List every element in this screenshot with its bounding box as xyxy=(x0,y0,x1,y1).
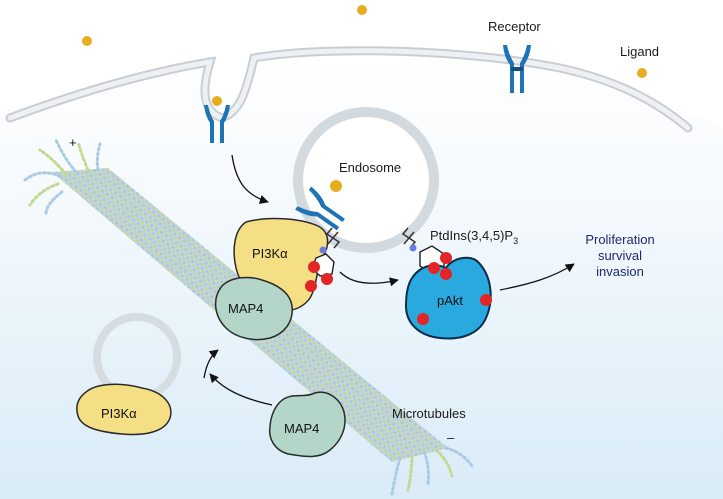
pi3k-free-label: PI3Kα xyxy=(101,406,137,421)
phosphate-dot xyxy=(440,252,452,264)
ptdins-label: PtdIns(3,4,5)P3 xyxy=(430,228,518,246)
receptor-label: Receptor xyxy=(488,19,541,34)
phosphate-dot xyxy=(308,261,320,273)
phosphate-dot xyxy=(440,268,452,280)
signaling-arrow xyxy=(499,263,575,291)
pi3k-bound-label: PI3Kα xyxy=(252,246,288,261)
pakt-label: pAkt xyxy=(437,293,463,308)
map4-free-label: MAP4 xyxy=(284,421,319,436)
phosphate-dot xyxy=(480,294,492,306)
ligand-dot xyxy=(637,68,647,78)
plus-end-label: + xyxy=(69,135,77,150)
internalizing-receptor-icon xyxy=(204,105,230,143)
recruitment-arrow xyxy=(209,373,273,406)
activation-arrow xyxy=(339,271,399,287)
ligand-dot xyxy=(212,96,222,106)
microtubules-label: Microtubules xyxy=(392,406,466,421)
ligand-dot xyxy=(330,180,342,192)
map4-bound-label: MAP4 xyxy=(228,301,263,316)
outcome-label-survival: survival xyxy=(598,248,642,263)
phosphoinositide-headgroup-icon xyxy=(305,246,335,292)
ligand-dot xyxy=(357,5,367,15)
phosphate-dot xyxy=(417,313,429,325)
pi3k-free-blob xyxy=(76,383,172,436)
lipid-tail-icon xyxy=(325,227,341,249)
receptor-icon xyxy=(503,45,531,93)
internalization-arrow xyxy=(231,154,269,204)
ligand-label: Ligand xyxy=(620,44,659,59)
phosphate-dot xyxy=(305,280,317,292)
outcome-label-proliferation: Proliferation xyxy=(585,232,654,247)
microtubule-plus-frayed-end xyxy=(23,138,102,216)
map4-free-blob xyxy=(268,391,346,458)
microtubule-minus-frayed-end xyxy=(390,446,474,496)
plasma-membrane xyxy=(5,46,693,133)
map4-bound-blob xyxy=(214,276,293,341)
recruitment-arrow xyxy=(203,349,219,379)
endosome-label: Endosome xyxy=(339,160,401,175)
minus-end-label: – xyxy=(447,430,455,445)
outcome-label-invasion: invasion xyxy=(596,264,644,279)
cytoplasm-background xyxy=(0,53,723,499)
phosphate-dot xyxy=(428,262,440,274)
ligand-dot xyxy=(82,36,92,46)
endosome-receptor-icon xyxy=(295,186,345,231)
phosphate-dot xyxy=(321,273,333,285)
